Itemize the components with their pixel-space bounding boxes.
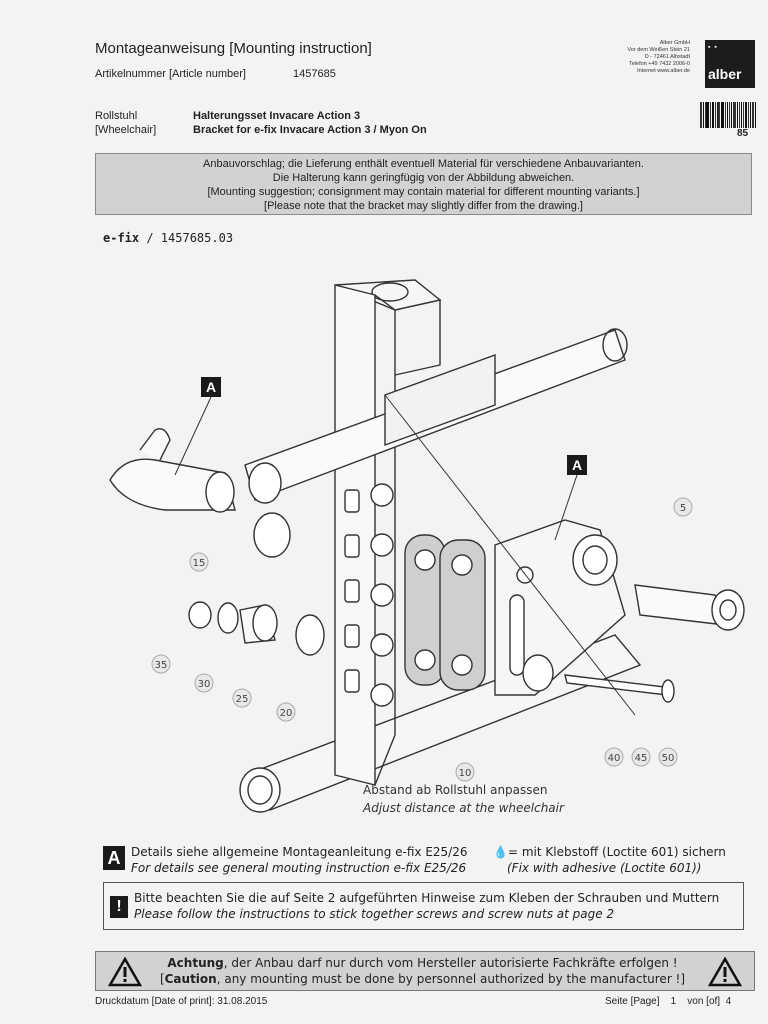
document-title: Montageanweisung [Mounting instruction]: [95, 40, 372, 57]
notice-line: Anbauvorschlag; die Lieferung enthält ev…: [203, 158, 644, 170]
adhesive-hint-de: Bitte beachten Sie die auf Seite 2 aufge…: [134, 891, 720, 905]
company-line: Vor dem Weißen Stein 21: [627, 47, 690, 53]
caution-text-en: [Caution, any mounting must be done by p…: [159, 972, 686, 986]
loctite-note-de: 💧= mit Klebstoff (Loctite 601) sichern: [493, 845, 726, 859]
company-address: Alber GmbH Vor dem Weißen Stein 21 D - 7…: [627, 40, 690, 75]
drawing-ref-prefix: e-fix: [103, 231, 140, 245]
wheelchair-label: Rollstuhl [Wheelchair]: [95, 109, 156, 137]
part-label: 5: [680, 503, 686, 514]
mounting-notice: Anbauvorschlag; die Lieferung enthält ev…: [95, 153, 752, 215]
caution-text: Achtung, der Anbau darf nur durch vom He…: [140, 955, 705, 987]
adhesive-hint: Bitte beachten Sie die auf Seite 2 aufge…: [134, 890, 719, 922]
exploded-assembly-drawing: A A 5 10 15 20 25 30 35 40 45 50 Abstand…: [109, 279, 745, 815]
notice-line: Die Halterung kann geringfügig von der A…: [272, 172, 575, 184]
company-line: Telefon +49 7432 2006-0: [628, 61, 690, 67]
caution-text-de: Achtung, der Anbau darf nur durch vom He…: [167, 956, 678, 970]
part-label: 25: [236, 694, 249, 705]
warning-triangle-icon: [708, 957, 742, 987]
print-date: Druckdatum [Date of print]: 31.08.2015: [95, 996, 268, 1007]
page-number: Seite [Page] 1 von [of] 4: [605, 996, 732, 1007]
loctite-note: 💧= mit Klebstoff (Loctite 601) sichern (…: [493, 844, 726, 876]
product-name-en: Bracket for e-fix Invacare Action 3 / My…: [193, 124, 427, 136]
notice-line: [Please note that the bracket may slight…: [264, 200, 583, 212]
warning-triangle-icon: [108, 957, 142, 987]
logo-text: alber: [708, 66, 742, 82]
drawing-reference: e-fix / 1457685.03: [103, 231, 233, 245]
part-label: 35: [155, 660, 168, 671]
caution-box: [95, 951, 755, 991]
company-line: D - 72461 Albstadt: [644, 54, 690, 60]
part-label: 30: [198, 679, 211, 690]
callout-a-right: A: [572, 457, 582, 473]
details-note-de: Details siehe allgemeine Montageanleitun…: [131, 845, 468, 859]
loctite-note-en: (Fix with adhesive (Loctite 601)): [507, 861, 702, 875]
article-number: 1457685: [293, 68, 336, 80]
article-number-label: Artikelnummer [Article number]: [95, 68, 246, 80]
barcode: [700, 102, 757, 128]
product-name-de: Halterungsset Invacare Action 3: [193, 110, 361, 122]
notice-line: [Mounting suggestion; consignment may co…: [207, 186, 640, 198]
wheelchair-label-en: [Wheelchair]: [95, 124, 157, 136]
drawing-ref-number: / 1457685.03: [146, 231, 234, 245]
callout-a-badge: A: [103, 846, 125, 870]
details-note-en: For details see general mouting instruct…: [131, 861, 467, 875]
company-line: Internet www.alber.de: [637, 68, 690, 74]
wheelchair-label-de: Rollstuhl: [95, 110, 138, 122]
company-line: Alber GmbH: [659, 40, 690, 46]
alber-logo: ▪ ▪ alber: [705, 40, 755, 88]
part-label: 40: [608, 753, 621, 764]
part-label: 45: [635, 753, 648, 764]
part-label: 15: [193, 558, 206, 569]
adhesive-hint-box: [103, 882, 744, 930]
product-name: Halterungsset Invacare Action 3 Bracket …: [193, 109, 427, 137]
part-label: 10: [459, 768, 472, 779]
part-label: 20: [280, 708, 293, 719]
distance-label-en: Adjust distance at the wheelchair: [362, 801, 565, 815]
callout-a-left: A: [206, 379, 216, 395]
details-note: Details siehe allgemeine Montageanleitun…: [131, 844, 468, 876]
adhesive-drop-icon: 💧: [493, 845, 508, 859]
adhesive-hint-en: Please follow the instructions to stick …: [134, 907, 615, 921]
barcode-number: 85: [737, 128, 749, 139]
exclamation-icon: !: [110, 896, 128, 918]
part-label: 50: [662, 753, 675, 764]
distance-label-de: Abstand ab Rollstuhl anpassen: [363, 783, 548, 797]
